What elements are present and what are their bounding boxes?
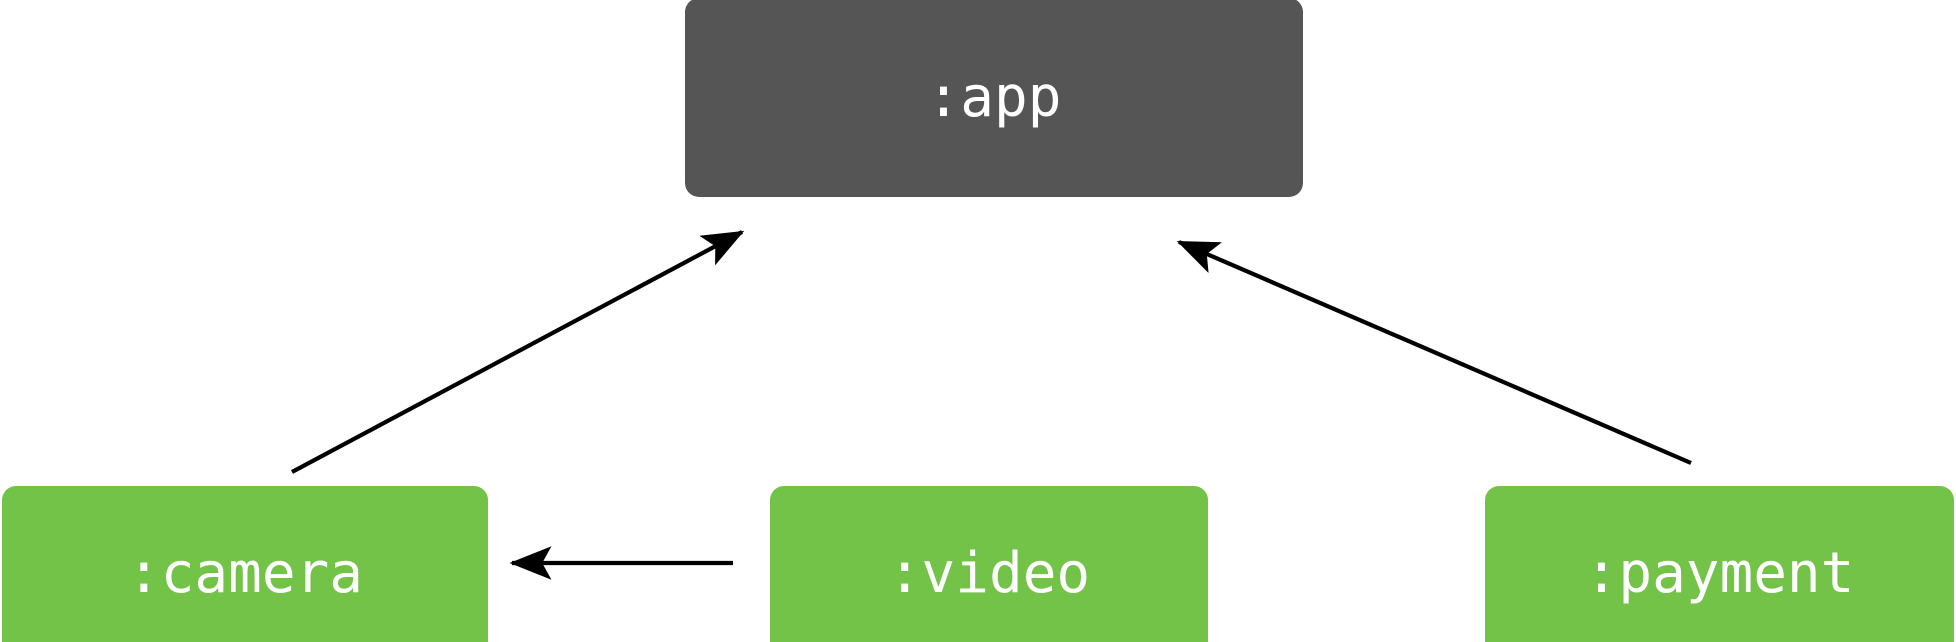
node-payment[interactable]: :payment bbox=[1485, 486, 1954, 642]
edge-payment-to-app bbox=[1176, 240, 1692, 465]
node-video-label: :video bbox=[887, 540, 1091, 606]
node-app-label: :app bbox=[926, 64, 1062, 130]
node-payment-label: :payment bbox=[1584, 540, 1855, 606]
node-app[interactable]: :app bbox=[685, 0, 1303, 197]
node-camera[interactable]: :camera bbox=[2, 486, 488, 642]
node-video[interactable]: :video bbox=[770, 486, 1208, 642]
node-camera-label: :camera bbox=[126, 540, 363, 606]
edge-camera-to-app bbox=[291, 230, 745, 474]
